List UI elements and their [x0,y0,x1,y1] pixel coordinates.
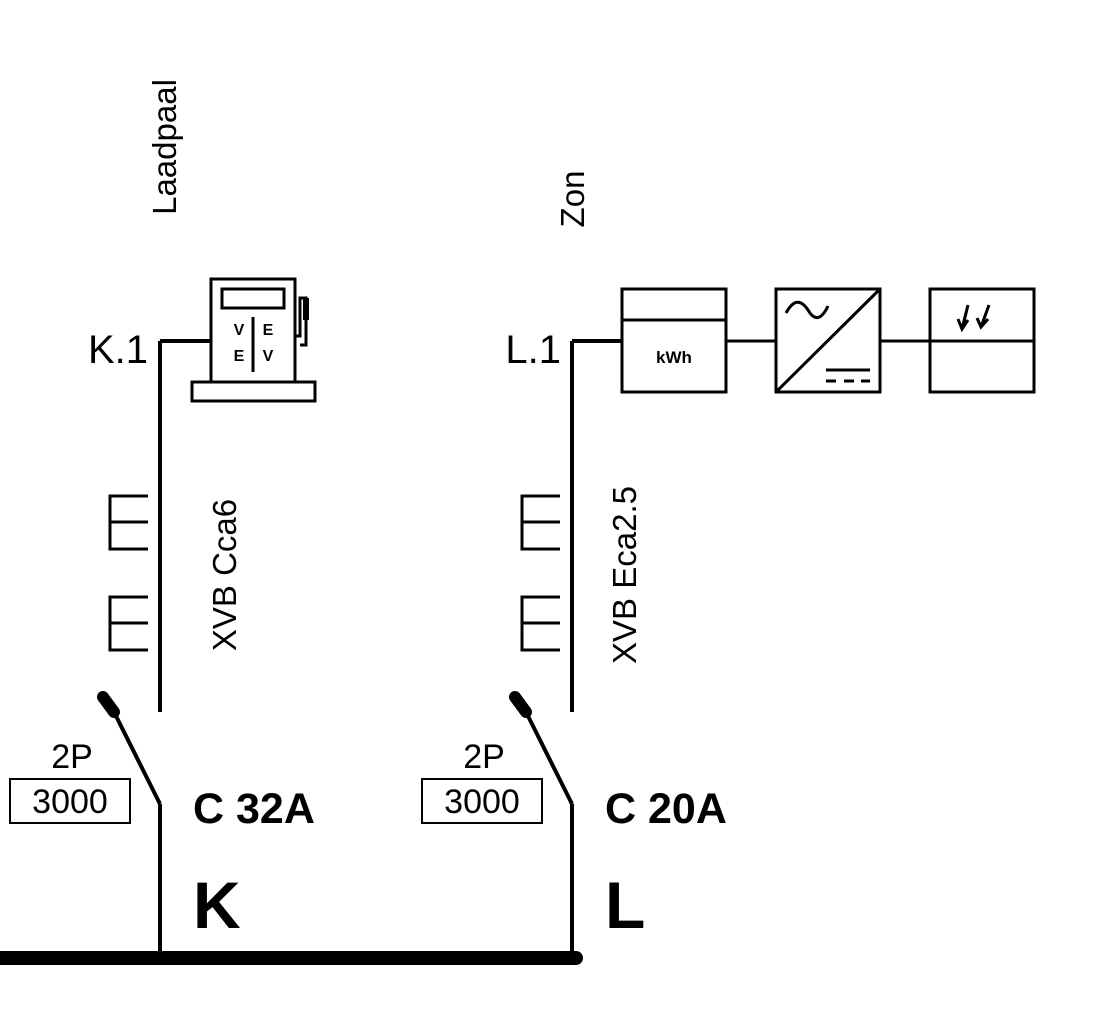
circuit-l-socket-symbol-2 [520,595,560,652]
inverter-icon [774,287,882,394]
circuit-l-load-name: Zon [554,171,591,228]
solar-panel-icon [928,287,1036,394]
kwh-meter-icon: kWh [620,287,728,394]
circuit-l-poles: 2P [463,738,505,776]
circuit-l-switch-handle [509,691,532,718]
circuit-k-cable-type: XVB Cca6 [206,499,243,651]
circuit-k-socket-symbol-1 [108,494,148,551]
circuit-l-rating-box [421,778,543,824]
circuit-k-letter: K [193,868,241,942]
circuit-k-poles: 2P [51,738,93,776]
charger-text-tr: E [263,322,274,339]
kwh-meter-label: kWh [656,348,692,367]
circuit-l: 2P 3000 C 20A L XVB Eca2.5 L.1 Zon kWh [421,171,1036,958]
charger-text-tl: V [234,322,245,339]
charger-text-bl: E [234,348,245,365]
circuit-k-load-name: Laadpaal [146,79,183,215]
circuit-k-point-label: K.1 [88,328,148,372]
circuit-l-switch-blade [524,711,574,805]
circuit-l-cable-type: XVB Eca2.5 [606,486,643,664]
circuit-k-socket-symbol-2 [108,595,148,652]
circuit-l-letter: L [605,868,645,942]
ev-charger-icon: V E E V [190,277,317,403]
circuit-k-rating-box [9,778,131,824]
circuit-k-switch-blade [112,711,162,805]
circuit-l-rating-value: 3000 [444,783,520,821]
circuit-k-rating-value: 3000 [32,783,108,821]
charger-text-br: V [263,348,274,365]
circuit-l-socket-symbol-1 [520,494,560,551]
circuit-l-point-label: L.1 [505,328,561,372]
circuit-k: 2P 3000 C 32A K XVB Cca6 K.1 Laadpaal V … [9,79,317,958]
circuit-l-breaker-rating: C 20A [605,785,727,833]
circuit-k-breaker-rating: C 32A [193,785,315,833]
circuit-k-switch-handle [97,691,120,718]
